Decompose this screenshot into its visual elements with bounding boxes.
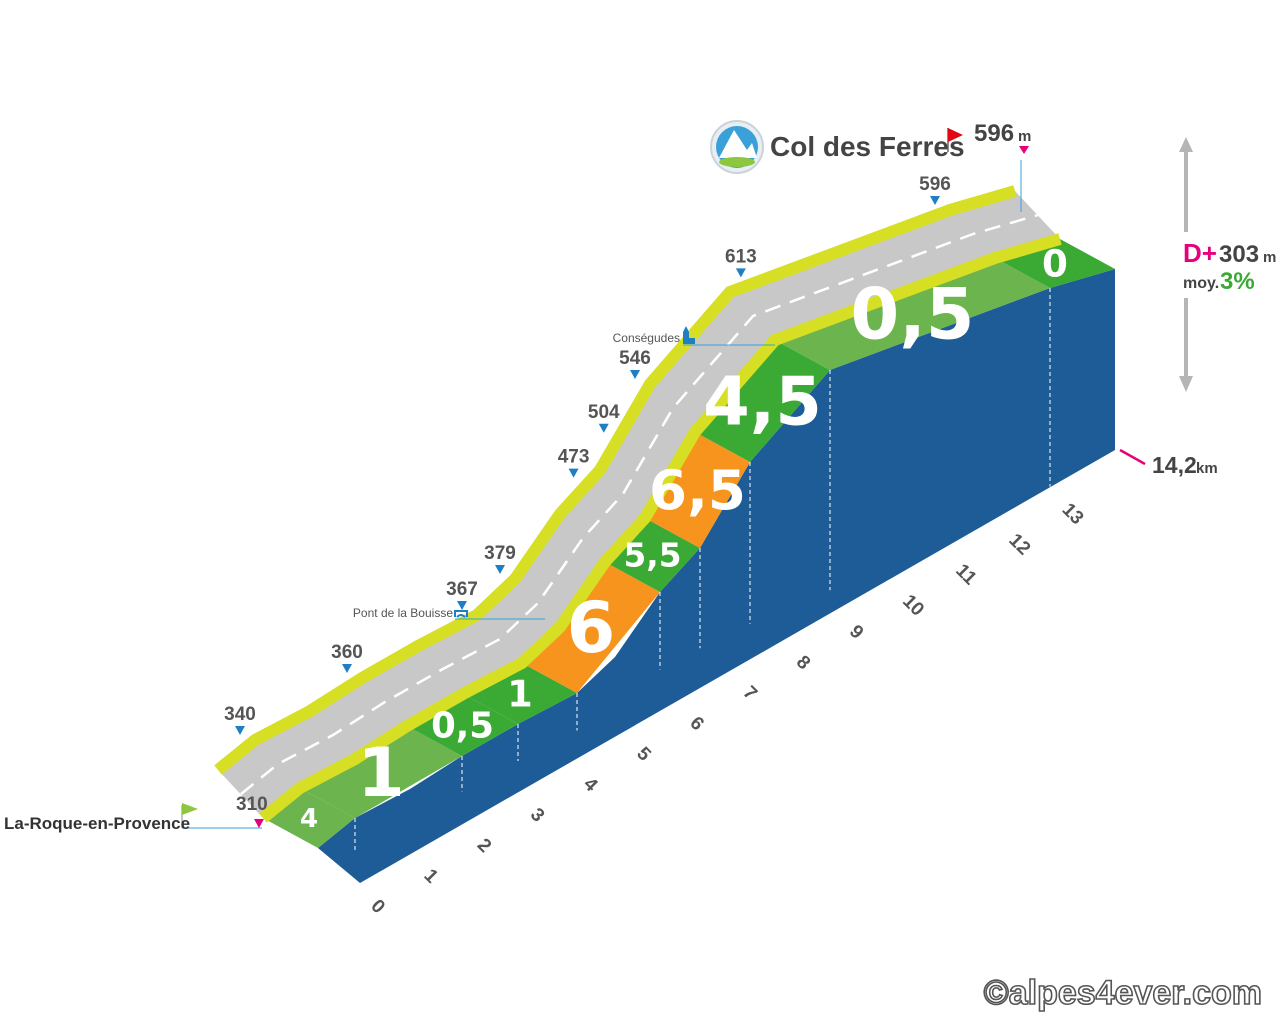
dplus-label: D+ <box>1183 238 1217 268</box>
arrow-up-icon <box>1179 137 1193 152</box>
place-name: Pont de la Bouisse <box>353 606 453 620</box>
dplus-value: 303 <box>1219 241 1259 268</box>
place-consegudes: Conségudes <box>613 326 775 346</box>
road-centerline <box>240 213 1039 795</box>
profile-wall <box>318 269 1115 883</box>
avg-label: moy. <box>1183 275 1219 292</box>
altitude-marker-icon <box>735 268 746 278</box>
start-flag-icon <box>182 803 198 815</box>
distance-value: 14,2 <box>1152 452 1197 478</box>
grade-label: 1 <box>357 734 404 813</box>
distance-unit: km <box>1196 460 1218 477</box>
copyright-text: ©alpes4ever.com <box>984 974 1262 1012</box>
grade-segment <box>695 340 830 462</box>
altitude-marker-icon <box>568 468 579 478</box>
km-tick-label: 11 <box>951 560 980 589</box>
altitude-marker-icon <box>630 370 640 379</box>
dplus-unit: m <box>1263 249 1276 266</box>
summit-marker: Col des Ferres 596 m <box>710 120 1031 212</box>
altitude-marker-icon <box>495 565 505 574</box>
total-distance: 14,2 km <box>1119 448 1218 478</box>
grade-segment <box>645 432 750 548</box>
start-altitude: 310 <box>236 794 268 815</box>
road-edge-back <box>214 185 1017 775</box>
grade-label: 4 <box>300 804 318 834</box>
grade-segment <box>300 726 462 818</box>
altitude-marker-label: 367 <box>446 579 478 600</box>
altitude-marker-label: 340 <box>224 704 256 725</box>
km-tick-label: 13 <box>1058 499 1088 529</box>
km-tick-label: 7 <box>739 682 761 704</box>
grade-label: 4,5 <box>703 362 822 440</box>
grade-label: 0,5 <box>850 274 974 356</box>
km-tick-label: 10 <box>898 591 928 621</box>
grade-label: 0,5 <box>431 705 494 746</box>
place-pont-de-la-bouisse: Pont de la Bouisse <box>353 606 545 620</box>
altitude-marker-icon <box>930 196 940 205</box>
km-tick-label: 6 <box>685 713 707 735</box>
grade-label: 0 <box>1042 242 1068 286</box>
altitude-marker-icon <box>598 423 609 433</box>
grade-segment <box>463 663 577 724</box>
bridge-icon <box>454 610 468 618</box>
church-icon <box>683 326 695 344</box>
summit-marker-icon <box>1019 146 1029 154</box>
climb-stats: D+ 303 m moy. 3% <box>1179 137 1276 392</box>
grade-label: 1 <box>507 672 533 715</box>
altitude-marker-icon <box>457 601 467 610</box>
km-tick-label: 3 <box>526 804 548 826</box>
km-tick-label: 1 <box>420 865 443 888</box>
summit-name: Col des Ferres <box>770 131 965 162</box>
road-edge-front <box>259 233 1062 823</box>
altitude-marker-label: 379 <box>484 543 516 564</box>
altitude-marker-label: 504 <box>588 402 620 423</box>
altitude-marker-label: 473 <box>558 447 590 468</box>
arrow-down-icon <box>1179 376 1193 392</box>
grade-segment <box>407 694 518 756</box>
altitude-marker-label: 613 <box>725 246 757 267</box>
grade-label: 6,5 <box>649 458 746 522</box>
km-tick-label: 12 <box>1004 530 1034 560</box>
altitude-markers: 340 360 367 379 473 504 546 613 596 <box>224 174 951 735</box>
avg-value: 3% <box>1220 268 1255 295</box>
summit-altitude-unit: m <box>1018 128 1031 145</box>
grade-segment <box>775 258 1050 370</box>
distance-marker-icon <box>1119 448 1146 466</box>
altitude-marker-icon <box>342 664 352 673</box>
start-name: La-Roque-en-Provence <box>4 814 190 833</box>
altitude-marker-label: 360 <box>331 642 363 663</box>
grade-segment <box>522 562 660 693</box>
summit-flag-icon <box>948 128 963 142</box>
km-tick-label: 2 <box>473 835 495 857</box>
summit-altitude: 596 <box>974 120 1014 147</box>
road <box>218 191 1060 818</box>
altitude-marker-label: 546 <box>619 348 651 369</box>
place-name: Conségudes <box>613 331 680 345</box>
km-tick-label: 0 <box>366 896 388 918</box>
km-tick-label: 9 <box>845 621 867 643</box>
start-altitude-marker-icon <box>254 819 264 828</box>
altitude-marker-label: 596 <box>919 174 951 195</box>
km-tick-label: 4 <box>579 774 602 797</box>
km-tick-label: 8 <box>792 652 814 674</box>
road-surface <box>214 185 1062 823</box>
grade-label: 5,5 <box>624 536 682 574</box>
km-tick-label: 5 <box>632 743 655 766</box>
altitude-marker-icon <box>235 726 245 735</box>
profile-faces <box>263 239 1115 883</box>
start-marker: La-Roque-en-Provence 310 <box>4 794 268 833</box>
grade-label: 6 <box>567 587 616 669</box>
